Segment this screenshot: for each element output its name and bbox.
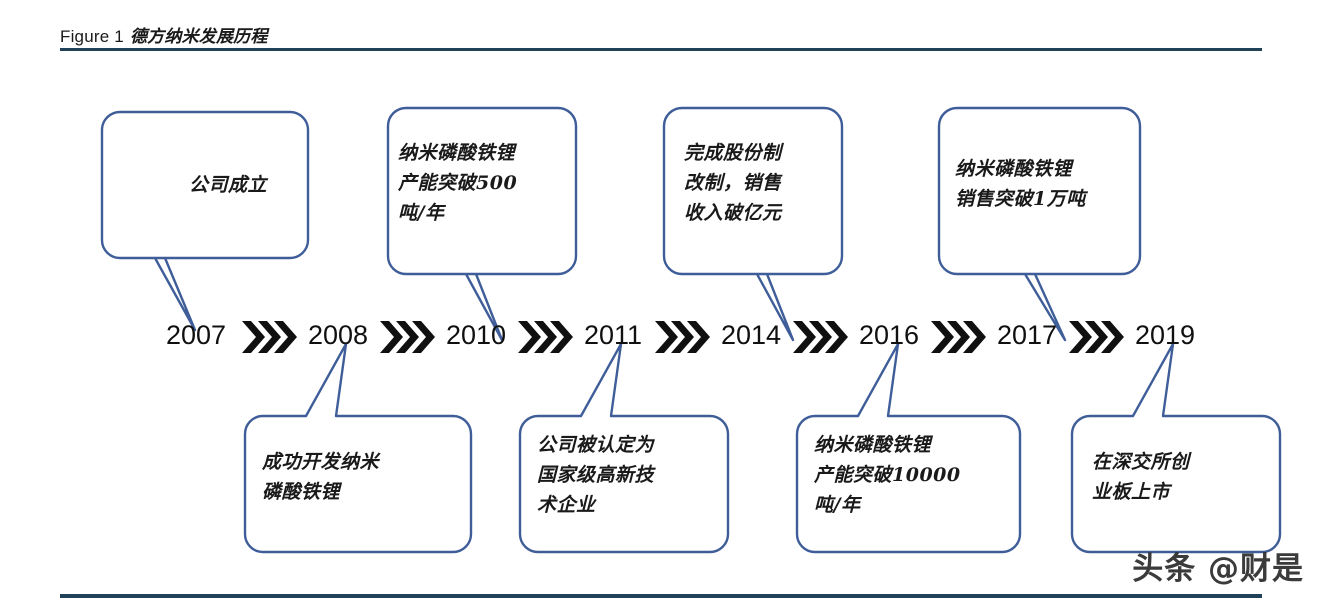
callout-bubble-2019[interactable] (1070, 342, 1282, 554)
page-title: Figure 1 德方纳米发展历程 (60, 22, 1262, 47)
timeline-year-2010[interactable]: 2010 (445, 320, 507, 350)
callout-bubble-2017[interactable] (937, 106, 1142, 342)
callout-bubble-2016[interactable] (795, 342, 1022, 554)
timeline-year-2011[interactable]: 2011 (583, 320, 643, 350)
timeline-year-2007[interactable]: 2007 (165, 320, 227, 350)
diagram-shapes-layer (100, 106, 1282, 554)
timeline-year-2017[interactable]: 2017 (996, 320, 1058, 350)
figure-caption-cn: 德方纳米发展历程 (129, 27, 268, 47)
chevron-2008-2010-icon (380, 321, 435, 353)
chevron-2011-2014-icon (655, 321, 710, 353)
chevron-2016-2017-icon (931, 321, 986, 353)
callout-bubble-2014[interactable] (662, 106, 844, 342)
watermark: 头条 @财是 (1132, 551, 1304, 587)
timeline-year-2008[interactable]: 2008 (307, 320, 369, 350)
callout-bubble-2007[interactable] (100, 110, 310, 332)
timeline-year-2016[interactable]: 2016 (858, 320, 920, 350)
timeline-year-2014[interactable]: 2014 (720, 320, 782, 350)
chevron-2014-2016-icon (793, 321, 848, 353)
timeline-diagram: 公司成立 纳米磷酸铁锂 产能突破500 吨/年 完成股份制 改制，销售 收入破亿… (0, 55, 1322, 555)
chevron-2010-2011-icon (518, 321, 573, 353)
header-divider (60, 48, 1262, 51)
footer-divider (60, 594, 1262, 598)
callout-bubble-2011[interactable] (518, 342, 730, 554)
timeline-year-2019[interactable]: 2019 (1134, 320, 1196, 350)
figure-header: Figure 1 德方纳米发展历程 (60, 22, 1262, 50)
figure-number: Figure 1 (60, 27, 124, 46)
chevron-2007-2008-icon (242, 321, 297, 353)
callout-bubble-2010[interactable] (386, 106, 578, 342)
callout-bubble-2008[interactable] (243, 342, 473, 554)
timeline-axis: 2007 2008 2010 2011 2014 2016 2017 2019 (0, 315, 1322, 365)
chevron-2017-2019-icon (1069, 321, 1124, 353)
